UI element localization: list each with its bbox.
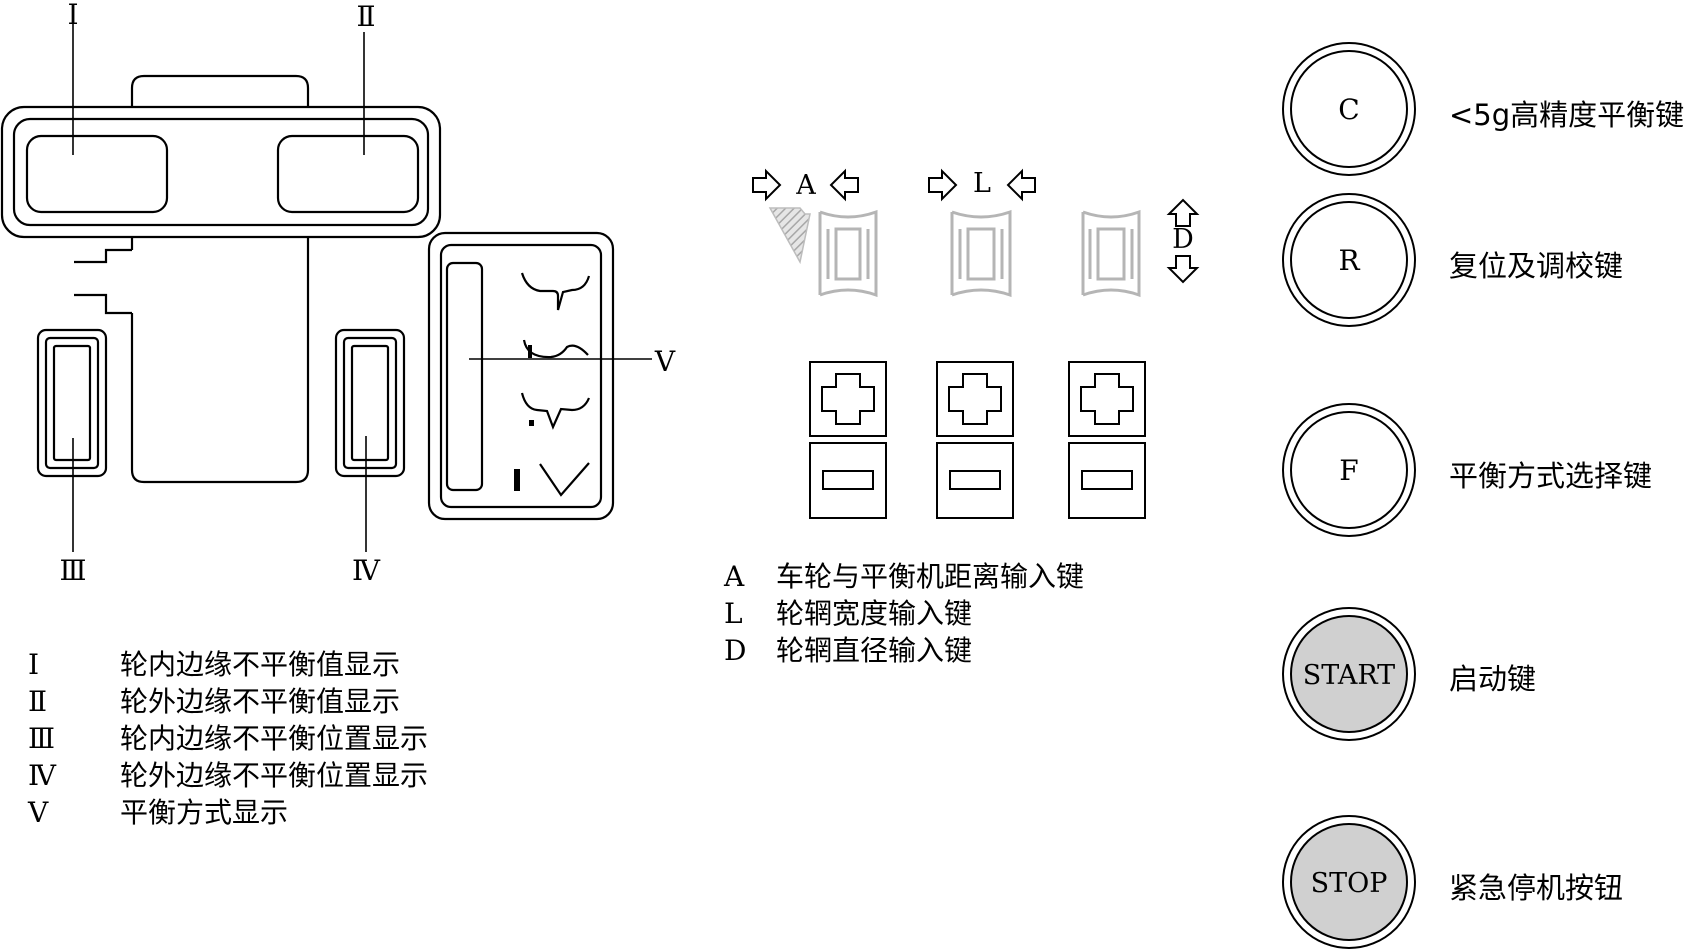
keys-legend-row: D 轮辋直径输入键 — [724, 632, 1084, 669]
display-legend-key: Ⅰ — [28, 648, 40, 681]
arrow-right-icon — [752, 168, 782, 202]
display-window-III — [36, 328, 108, 478]
display-legend-row: Ⅱ 轮外边缘不平衡值显示 — [28, 683, 428, 720]
arrow-left-icon — [1006, 168, 1036, 202]
display-window-IV — [334, 328, 406, 478]
display-legend-key: Ⅲ — [28, 722, 56, 755]
c-button-caption: <5g高精度平衡键 — [1449, 98, 1685, 132]
width-minus-button[interactable] — [936, 442, 1014, 519]
keys-legend-text: 轮辋宽度输入键 — [776, 597, 973, 630]
diameter-wheel-icon — [1081, 209, 1141, 298]
display-legend-text: 轮内边缘不平衡值显示 — [120, 648, 401, 681]
start-button-face: START — [1303, 660, 1395, 691]
start-button-caption: 启动键 — [1449, 662, 1537, 696]
stop-button-caption: 紧急停机按钮 — [1449, 871, 1624, 905]
arrow-right-icon — [928, 168, 958, 202]
keys-legend-text: 轮辋直径输入键 — [776, 634, 973, 667]
display-legend-key: Ⅳ — [28, 759, 56, 792]
diameter-minus-button[interactable] — [1068, 442, 1146, 519]
display-legend-text: 轮外边缘不平衡值显示 — [120, 685, 401, 718]
display-window-II — [276, 134, 420, 214]
display-legend: Ⅰ 轮内边缘不平衡值显示 Ⅱ 轮外边缘不平衡值显示 Ⅲ 轮内边缘不平衡位置显示 Ⅳ 轮外边缘不… — [28, 646, 428, 831]
arrow-left-icon — [829, 168, 859, 202]
keys-legend-row: L 轮辋宽度输入键 — [724, 595, 1084, 632]
label-A: A — [795, 170, 816, 201]
display-legend-row: Ⅳ 轮外边缘不平衡位置显示 — [28, 757, 428, 794]
width-plus-button[interactable] — [936, 361, 1014, 437]
f-button-caption: 平衡方式选择键 — [1449, 459, 1653, 493]
display-unit — [0, 24, 652, 552]
label-L: L — [973, 168, 991, 199]
f-button-face: F — [1339, 454, 1358, 487]
label-II: Ⅱ — [356, 0, 375, 33]
keys-legend-row: A 车轮与平衡机距离输入键 — [724, 558, 1084, 595]
minus-icon — [1081, 470, 1133, 490]
keys-legend-key: L — [724, 597, 743, 630]
distance-wheel-icon — [768, 207, 878, 298]
keys-legend-text: 车轮与平衡机距离输入键 — [776, 560, 1085, 593]
arrow-up-icon — [1166, 198, 1200, 227]
width-wheel-icon — [950, 209, 1012, 298]
minus-icon — [822, 470, 874, 490]
label-IV: Ⅳ — [352, 554, 381, 587]
r-button-caption: 复位及调校键 — [1449, 249, 1624, 283]
label-I: Ⅰ — [67, 0, 78, 31]
r-button[interactable]: R — [1282, 193, 1416, 327]
f-button[interactable]: F — [1282, 403, 1416, 537]
keys-legend-key: D — [724, 634, 747, 667]
display-legend-row: Ⅲ 轮内边缘不平衡位置显示 — [28, 720, 428, 757]
keys-legend-key: A — [724, 560, 745, 593]
display-legend-key: Ⅴ — [28, 796, 49, 829]
stop-button[interactable]: STOP — [1282, 815, 1416, 949]
display-window-V — [427, 231, 615, 521]
display-legend-text: 轮外边缘不平衡位置显示 — [120, 759, 429, 792]
label-V: Ⅴ — [654, 345, 676, 378]
minus-icon — [949, 470, 1001, 490]
display-window-I — [25, 134, 169, 214]
distance-plus-button[interactable] — [809, 361, 887, 437]
label-D: D — [1172, 224, 1194, 255]
display-legend-text: 平衡方式显示 — [120, 796, 289, 829]
c-button-face: C — [1338, 93, 1359, 126]
display-legend-row: Ⅰ 轮内边缘不平衡值显示 — [28, 646, 428, 683]
c-button[interactable]: C — [1282, 42, 1416, 176]
start-button[interactable]: START — [1282, 607, 1416, 741]
stop-button-face: STOP — [1311, 868, 1388, 899]
plus-icon — [948, 373, 1002, 425]
keys-legend: A 车轮与平衡机距离输入键 L 轮辋宽度输入键 D 轮辋直径输入键 — [724, 558, 1084, 669]
round-buttons: C R F START STOP — [1282, 42, 1416, 949]
diameter-plus-button[interactable] — [1068, 361, 1146, 437]
arrow-down-icon — [1166, 255, 1200, 284]
display-legend-text: 轮内边缘不平衡位置显示 — [120, 722, 429, 755]
r-button-face: R — [1338, 244, 1360, 277]
label-III: Ⅲ — [59, 554, 86, 587]
display-legend-key: Ⅱ — [28, 685, 48, 718]
display-labels: Ⅰ Ⅱ Ⅲ Ⅳ Ⅴ — [59, 0, 675, 587]
display-legend-row: Ⅴ 平衡方式显示 — [28, 794, 428, 831]
plus-icon — [821, 373, 875, 425]
distance-minus-button[interactable] — [809, 442, 887, 519]
plus-icon — [1080, 373, 1134, 425]
dimension-keys: A L D — [752, 168, 1200, 519]
